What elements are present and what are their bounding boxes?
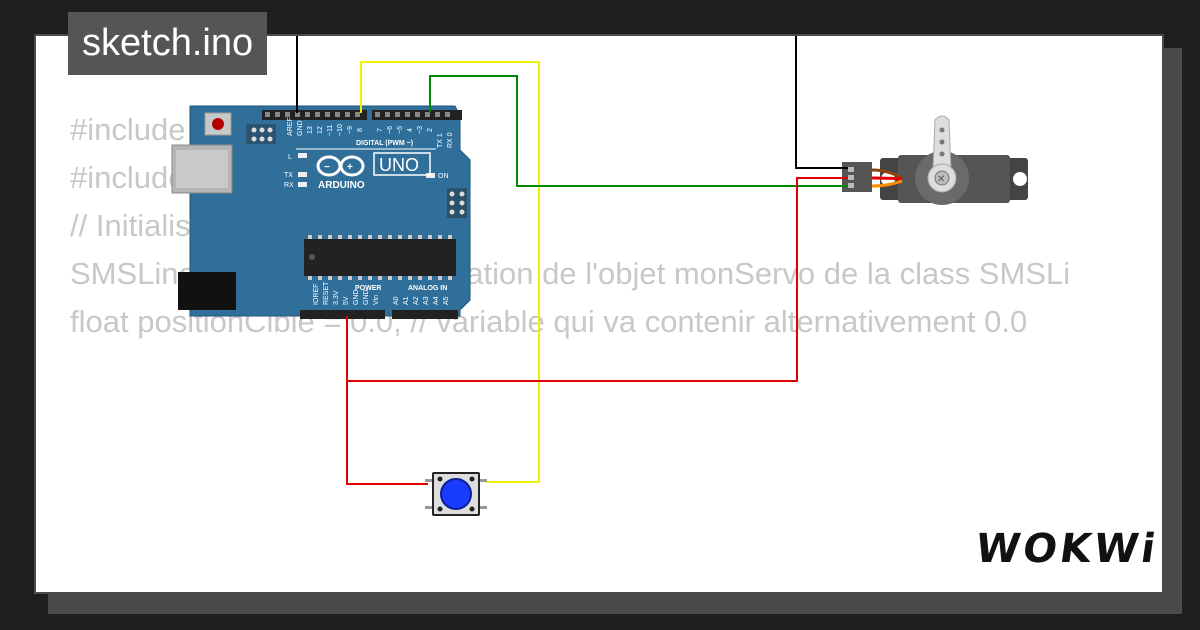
pin-label: GND xyxy=(297,120,304,136)
pin-label: A4 xyxy=(433,296,440,305)
pin-label: IOREF xyxy=(313,284,320,305)
pin-label: 13 xyxy=(307,126,314,134)
pin-label: Vin xyxy=(373,295,380,305)
pin-label: TX 1 xyxy=(437,133,444,148)
pin-label: GND xyxy=(363,289,370,305)
pin-label: ~5 xyxy=(397,126,404,134)
sketch-title[interactable]: sketch.ino xyxy=(68,12,268,75)
led-rx-label: RX xyxy=(284,182,294,189)
arduino-uno-board[interactable]: AREF GND 13 12 ~11 ~10 ~9 8 7 ~6 ~5 4 ~3… xyxy=(171,105,471,319)
svg-text:−: − xyxy=(324,162,330,173)
servo-screw-icon: ✕ xyxy=(937,174,945,185)
digital-header[interactable] xyxy=(262,110,462,120)
servo-motor[interactable]: ✕ xyxy=(880,115,1028,205)
pin-label: 5V xyxy=(343,296,350,305)
led-l xyxy=(298,153,307,158)
pin-label: 3.3V xyxy=(333,290,340,305)
wire-black-servo-gnd[interactable] xyxy=(795,36,848,169)
wire-red-5v[interactable] xyxy=(346,177,848,382)
pin-label: A0 xyxy=(393,296,400,305)
pushbutton[interactable] xyxy=(425,472,487,516)
power-jack xyxy=(178,272,236,310)
pin-label: A1 xyxy=(403,296,410,305)
wire-green-pin2[interactable] xyxy=(429,75,848,187)
pin-label: RESET xyxy=(323,281,330,305)
pin-label: 12 xyxy=(317,126,324,134)
pin-label: ~3 xyxy=(417,126,424,134)
pin-label: A5 xyxy=(443,296,450,305)
analog-label: ANALOG IN xyxy=(408,285,447,292)
power-label: POWER xyxy=(355,285,381,292)
wokwi-logo: WOKWi xyxy=(972,526,1162,572)
pin-label: ~10 xyxy=(337,124,344,136)
microcontroller-chip xyxy=(304,235,456,280)
pin-label: AREF xyxy=(287,117,294,136)
wire-yellow-pin8[interactable] xyxy=(360,61,540,483)
wire-red-button[interactable] xyxy=(346,381,428,485)
pin-label: ~9 xyxy=(347,126,354,134)
pin-label: A3 xyxy=(423,296,430,305)
pin-label: A2 xyxy=(413,296,420,305)
led-l-label: L xyxy=(288,154,292,161)
board-brand: ARDUINO xyxy=(318,180,365,191)
pin-label: RX 0 xyxy=(447,132,454,148)
reset-button[interactable] xyxy=(204,112,232,136)
pin-label: ~11 xyxy=(327,125,334,136)
digital-label: DIGITAL (PWM ~) xyxy=(356,140,413,147)
led-on-label: ON xyxy=(438,173,449,180)
pin-label: 8 xyxy=(357,128,364,132)
led-rx xyxy=(298,182,307,187)
led-tx-label: TX xyxy=(284,172,293,179)
svg-text:+: + xyxy=(347,162,353,173)
pin-label: GND xyxy=(353,289,360,305)
pin-label: 4 xyxy=(407,128,414,132)
board-model: UNO xyxy=(379,155,419,175)
pin-label: 2 xyxy=(427,128,434,132)
icsp-header xyxy=(246,124,276,144)
power-header[interactable] xyxy=(300,310,458,319)
arduino-logo-icon xyxy=(316,155,365,177)
led-tx xyxy=(298,172,307,177)
pin-label: 7 xyxy=(377,128,384,132)
icsp2-header xyxy=(447,188,467,218)
pin-label: ~6 xyxy=(387,126,394,134)
